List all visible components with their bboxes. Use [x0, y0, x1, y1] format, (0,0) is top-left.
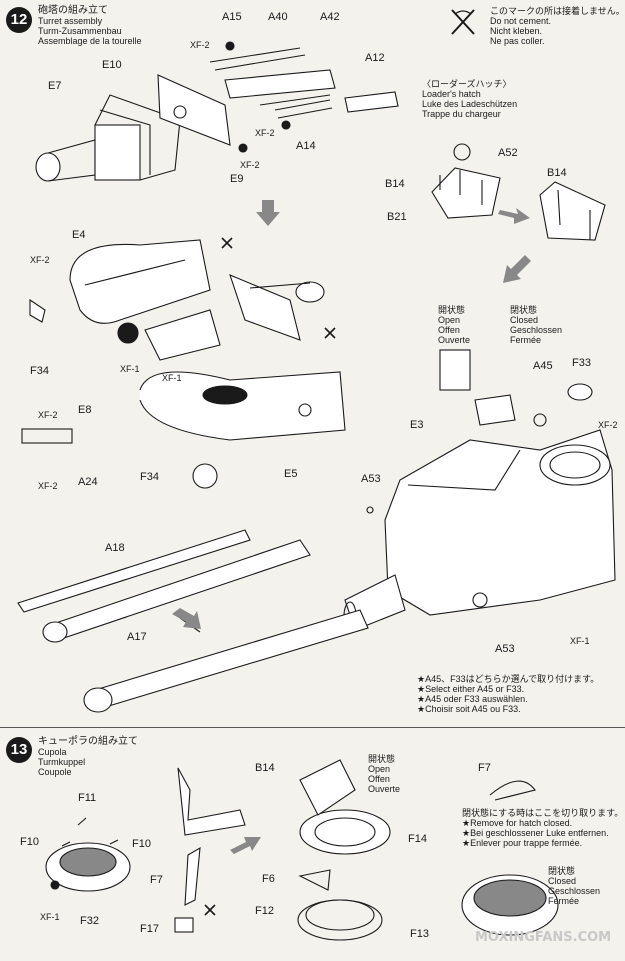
- label-xf2-d: XF-2: [30, 255, 50, 265]
- label-a14: A14: [296, 140, 316, 152]
- label-xf2-e: XF-2: [38, 410, 58, 420]
- no-cement-note: このマークの所は接着しません。 Do not cement. Nicht kle…: [490, 6, 625, 46]
- label-f17: F17: [140, 923, 159, 935]
- label-e4: E4: [72, 229, 86, 241]
- label-f11: F11: [78, 792, 97, 804]
- state-closed-label: 閉状態 Closed Geschlossen Fermée: [510, 305, 563, 345]
- mantlet-subassembly: [35, 41, 399, 182]
- turret-ring-e4: [21, 239, 346, 489]
- label-f34-a: F34: [30, 365, 49, 377]
- label-a15: A15: [222, 11, 242, 23]
- label-a42: A42: [320, 11, 340, 23]
- label-b14-b: B14: [547, 167, 567, 179]
- label-a53-a: A53: [361, 473, 381, 485]
- step-12-title: 砲塔の組み立て Turret assembly Turm-Zusammenbau…: [38, 5, 142, 47]
- label-f10-b: F10: [132, 838, 151, 850]
- label-f32: F32: [80, 915, 99, 927]
- label-xf2-f: XF-2: [38, 481, 58, 491]
- label-f10-a: F10: [20, 836, 39, 848]
- label-xf2-b: XF-2: [255, 128, 275, 138]
- step-12-number: 12: [6, 7, 32, 33]
- label-a12: A12: [365, 52, 385, 64]
- label-f7-a: F7: [150, 874, 163, 886]
- label-e10: E10: [102, 59, 122, 71]
- label-f33: F33: [572, 357, 591, 369]
- step-13-title: キューポラの組み立て Cupola Turmkuppel Coupole: [38, 736, 138, 778]
- label-e9: E9: [230, 173, 244, 185]
- gun-barrel-parts: [17, 529, 369, 713]
- select-note: ★A45、F33はどちらか選んで取り付けます。 ★Select either A…: [417, 674, 600, 714]
- label-b14-a: B14: [385, 178, 405, 190]
- label-f34-b: F34: [140, 471, 159, 483]
- label-xf2-c: XF-2: [240, 160, 260, 170]
- step-13-number: 13: [6, 737, 32, 763]
- remove-note: 閉状態にする時はここを切り取ります。 ★Remove for hatch clo…: [462, 808, 624, 848]
- label-xf1-a: XF-1: [120, 364, 140, 374]
- label-a18: A18: [105, 542, 125, 554]
- label-b14-c: B14: [255, 762, 275, 774]
- label-f12: F12: [255, 905, 274, 917]
- cupola-state-open: 開状態 Open Offen Ouverte: [368, 754, 401, 794]
- label-f14: F14: [408, 833, 427, 845]
- label-a45: A45: [533, 360, 553, 372]
- label-a52: A52: [498, 147, 518, 159]
- label-a53-b: A53: [495, 643, 515, 655]
- label-f6: F6: [262, 873, 275, 885]
- assembly-arrows: [172, 200, 531, 854]
- watermark: MOXINGFANS.COM: [475, 930, 612, 945]
- label-a17: A17: [127, 631, 147, 643]
- label-e8: E8: [78, 404, 92, 416]
- state-open-label: 開状態 Open Offen Ouverte: [438, 305, 471, 345]
- no-cement-marks: [204, 237, 336, 916]
- cupola-state-closed: 閉状態 Closed Geschlossen Fermée: [548, 866, 601, 906]
- label-e3: E3: [410, 419, 424, 431]
- label-xf2-a: XF-2: [190, 40, 210, 50]
- label-f7-b: F7: [478, 762, 491, 774]
- loaders-hatch-subassembly: [431, 143, 606, 241]
- label-xf1-c: XF-1: [570, 636, 590, 646]
- label-a40: A40: [268, 11, 288, 23]
- label-b21: B21: [387, 211, 407, 223]
- loaders-hatch-title: 〈ローダーズハッチ〉 Loader's hatch Luke des Lades…: [422, 79, 518, 119]
- label-e5: E5: [284, 468, 298, 480]
- cupola-subassembly: [45, 759, 559, 941]
- label-a24: A24: [78, 476, 98, 488]
- label-e7: E7: [48, 80, 62, 92]
- label-xf1-d: XF-1: [40, 912, 60, 922]
- step-divider: [0, 727, 625, 728]
- label-xf2-g: XF-2: [598, 420, 618, 430]
- label-f13: F13: [410, 928, 429, 940]
- label-xf1-b: XF-1: [162, 373, 182, 383]
- turret-body-e3: [343, 349, 616, 631]
